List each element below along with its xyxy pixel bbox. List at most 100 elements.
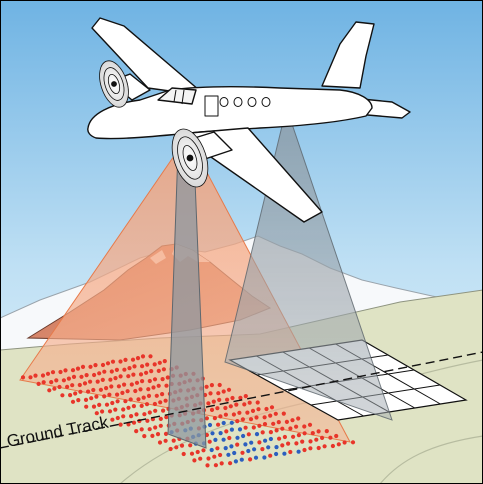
lidar-point-red [273, 411, 278, 416]
lidar-point-red [161, 367, 166, 372]
lidar-point-red [131, 372, 136, 377]
lidar-point-red [217, 382, 222, 388]
lidar-point-red [290, 418, 295, 423]
lidar-point-red [211, 399, 216, 404]
lidar-point-red [140, 354, 146, 359]
lidar-point-red [164, 415, 169, 420]
lidar-point-blue [239, 457, 244, 462]
lidar-point-red [250, 408, 256, 413]
lidar-point-red [322, 444, 327, 449]
lidar-point-red [70, 368, 76, 373]
lidar-point-red [149, 369, 154, 374]
lidar-point-red [260, 447, 265, 452]
lidar-point-red [162, 359, 167, 364]
lidar-point-blue [246, 448, 251, 454]
lidar-point-red [52, 386, 57, 391]
lidar-point-cloud [20, 354, 356, 468]
lidar-point-red [171, 438, 176, 443]
airplane-tail-fin [321, 21, 375, 89]
lidar-point-red [243, 394, 248, 399]
lidar-point-red [94, 411, 99, 416]
lidar-point-red [269, 405, 275, 410]
lidar-point-red [208, 391, 213, 396]
lidar-point-blue [253, 455, 259, 460]
lidar-point-red [248, 457, 253, 462]
lidar-point-red [93, 363, 98, 368]
lidar-point-red [156, 383, 161, 388]
lidar-point-red [324, 429, 329, 434]
lidar-point-red [342, 440, 347, 445]
lidar-point-red [243, 425, 248, 430]
lidar-point-red [33, 373, 38, 378]
lidar-point-red [134, 412, 139, 417]
lidar-point-red [142, 434, 147, 439]
lidar-point-red [314, 437, 319, 442]
lidar-point-red [204, 416, 209, 421]
lidar-point-red [223, 412, 228, 417]
lidar-point-blue [209, 447, 214, 453]
lidar-point-blue [254, 432, 260, 437]
airplane-windows [219, 97, 271, 107]
lidar-point-red [240, 450, 245, 455]
lidar-point-red [120, 390, 125, 395]
lidar-point-red [215, 446, 220, 451]
lidar-point-red [231, 412, 236, 417]
lidar-point-red [88, 379, 93, 384]
lidar-point-red [189, 451, 195, 456]
lidar-point-red [246, 432, 251, 437]
lidar-point-blue [268, 436, 273, 442]
lidar-point-red [308, 439, 313, 444]
propeller-near [171, 128, 209, 188]
lidar-point-red [142, 412, 147, 417]
lidar-point-red [107, 392, 112, 397]
lidar-point-red [40, 373, 46, 378]
lidar-point-red [168, 446, 173, 452]
lidar-point-red [350, 440, 356, 445]
lidar-point-red [336, 442, 341, 447]
lidar-point-red [276, 420, 281, 425]
lidar-point-blue [229, 427, 234, 432]
lidar-point-red [36, 381, 41, 386]
lidar-point-red [133, 388, 138, 394]
lidar-point-red [121, 414, 126, 419]
lidar-point-red [153, 408, 158, 413]
lidar-point-red [286, 441, 291, 446]
lidar-point-red [113, 407, 118, 412]
lidar-point-red [240, 417, 245, 422]
lidar-point-red [157, 440, 163, 445]
lidar-point-red [98, 387, 103, 392]
lidar-point-blue [210, 431, 215, 436]
lidar-point-red [68, 393, 73, 398]
lidar-point-red [158, 400, 163, 405]
lidar-point-red [223, 405, 228, 411]
lidar-point-red [217, 397, 222, 402]
lidar-point-red [57, 384, 62, 390]
lidar-point-red [123, 399, 128, 404]
lidar-point-red [291, 434, 296, 439]
lidar-point-red [224, 429, 229, 434]
lidar-point-red [97, 402, 102, 407]
lidar-point-red [113, 376, 118, 381]
airplane-door [204, 95, 219, 117]
lidar-point-red [116, 384, 121, 389]
lidar-point-blue [229, 444, 234, 449]
lidar-point-red [221, 389, 226, 394]
lidar-point-red [91, 387, 96, 393]
lidar-point-red [237, 410, 242, 415]
lidar-point-red [310, 431, 315, 436]
lidar-point-red [151, 385, 156, 390]
lidar-point-red [163, 398, 168, 403]
lidar-point-red [104, 386, 109, 391]
lidar-point-red [255, 400, 260, 405]
lidar-point-red [206, 401, 211, 406]
lidar-point-red [215, 406, 220, 411]
lidar-point-red [268, 413, 273, 418]
lidar-point-red [145, 362, 150, 367]
lidar-point-red [147, 410, 152, 415]
lidar-point-red [130, 357, 136, 362]
lidar-point-red [213, 463, 218, 468]
lidar-point-red [66, 376, 71, 381]
lidar-point-red [50, 370, 56, 375]
lidar-point-blue [241, 433, 246, 439]
lidar-point-red [115, 399, 120, 404]
